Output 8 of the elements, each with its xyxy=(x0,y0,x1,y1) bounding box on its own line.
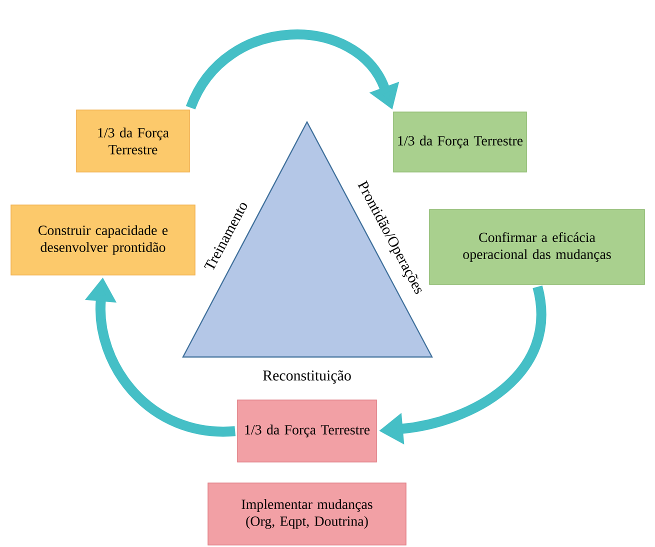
text-box: 1/3 da Força Terrestre xyxy=(393,112,527,172)
side-label: Reconstituição xyxy=(263,370,351,384)
text-box: 1/3 da Força Terrestre xyxy=(237,400,377,462)
curved-arrow xyxy=(186,30,400,110)
text-box: Implementar mudanças (Org, Eqpt, Doutrina) xyxy=(208,482,406,546)
text-box: Confirmar a eficácia operacional das mudanças xyxy=(429,209,645,285)
text-box: 1/3 da Força Terrestre xyxy=(76,110,190,172)
text-box: Construir capacidade e desenvolver prontidão xyxy=(10,204,196,276)
